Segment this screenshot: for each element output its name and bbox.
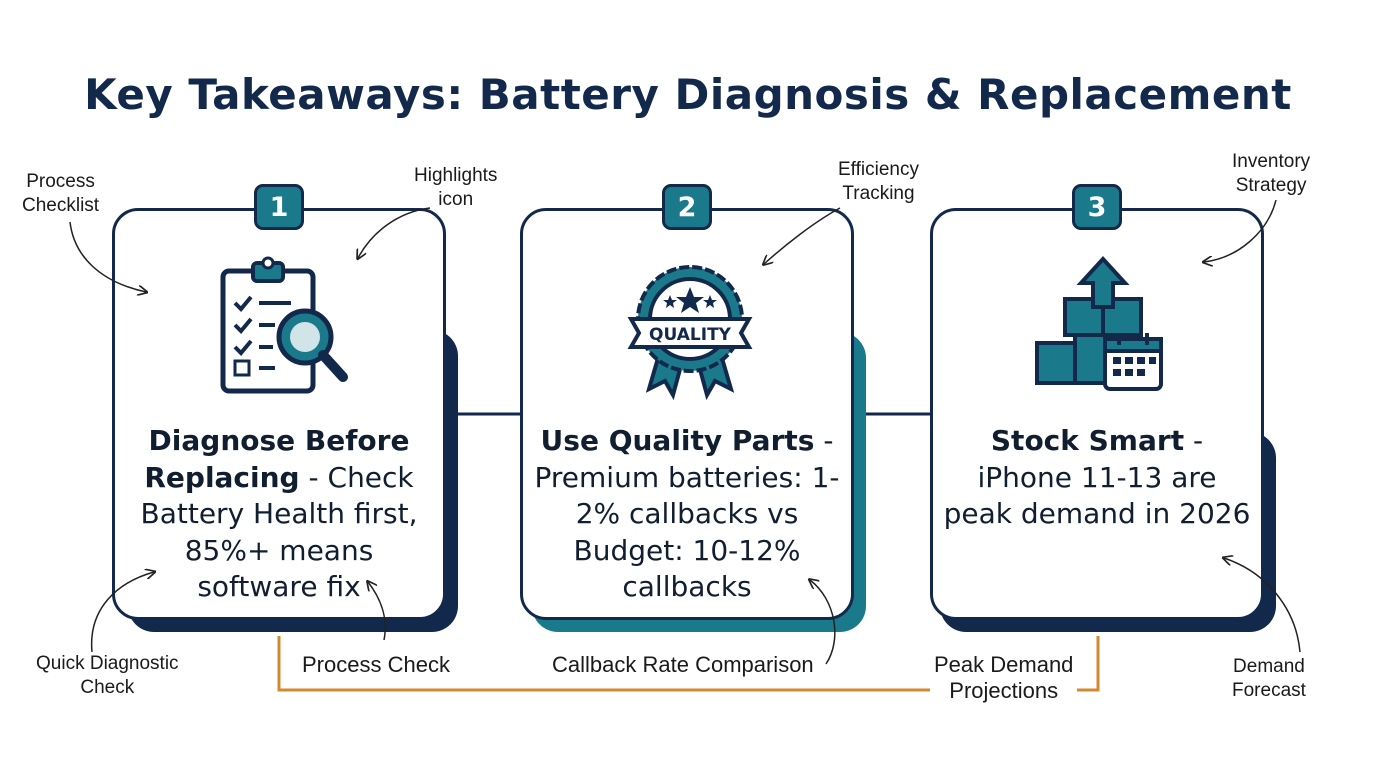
bracket-label-callback-rate-comparison: Callback Rate Comparison (548, 652, 818, 678)
card-3-text: Stock Smart - iPhone 11-13 are peak dema… (943, 423, 1251, 533)
card-1: Diagnose Before Replacing - Check Batter… (112, 208, 446, 620)
card-1-headline: Diagnose Before Replacing (144, 424, 410, 494)
boxes-calendar-icon (1035, 256, 1163, 391)
card-1-text: Diagnose Before Replacing - Check Batter… (125, 423, 433, 606)
clipboard-magnifier-icon (220, 256, 348, 394)
card-2-text: Use Quality Parts - Premium batteries: 1… (533, 423, 841, 606)
bracket-label-process-check: Process Check (298, 652, 454, 678)
card-3: Stock Smart - iPhone 11-13 are peak dema… (930, 208, 1264, 620)
card-3-body: - iPhone 11-13 are peak demand in 2026 (943, 424, 1251, 530)
card-2: QUALITY Use Quality Parts - Premium batt… (520, 208, 854, 620)
card-1-body: - Check Battery Health first, 85%+ means… (140, 460, 418, 604)
page-title: Key Takeaways: Battery Diagnosis & Repla… (84, 70, 1292, 119)
card-2-body: - Premium batteries: 1-2% callbacks vs B… (534, 424, 840, 603)
card-2-headline: Use Quality Parts (540, 424, 815, 457)
quality-badge-icon: QUALITY (627, 265, 753, 401)
quality-badge-label: QUALITY (649, 325, 732, 345)
orange-bracket (277, 636, 1100, 692)
card-2-number-badge: 2 (662, 184, 712, 230)
card-1-number-badge: 1 (254, 184, 304, 230)
card-3-number-badge: 3 (1072, 184, 1122, 230)
card-3-headline: Stock Smart (990, 424, 1185, 457)
